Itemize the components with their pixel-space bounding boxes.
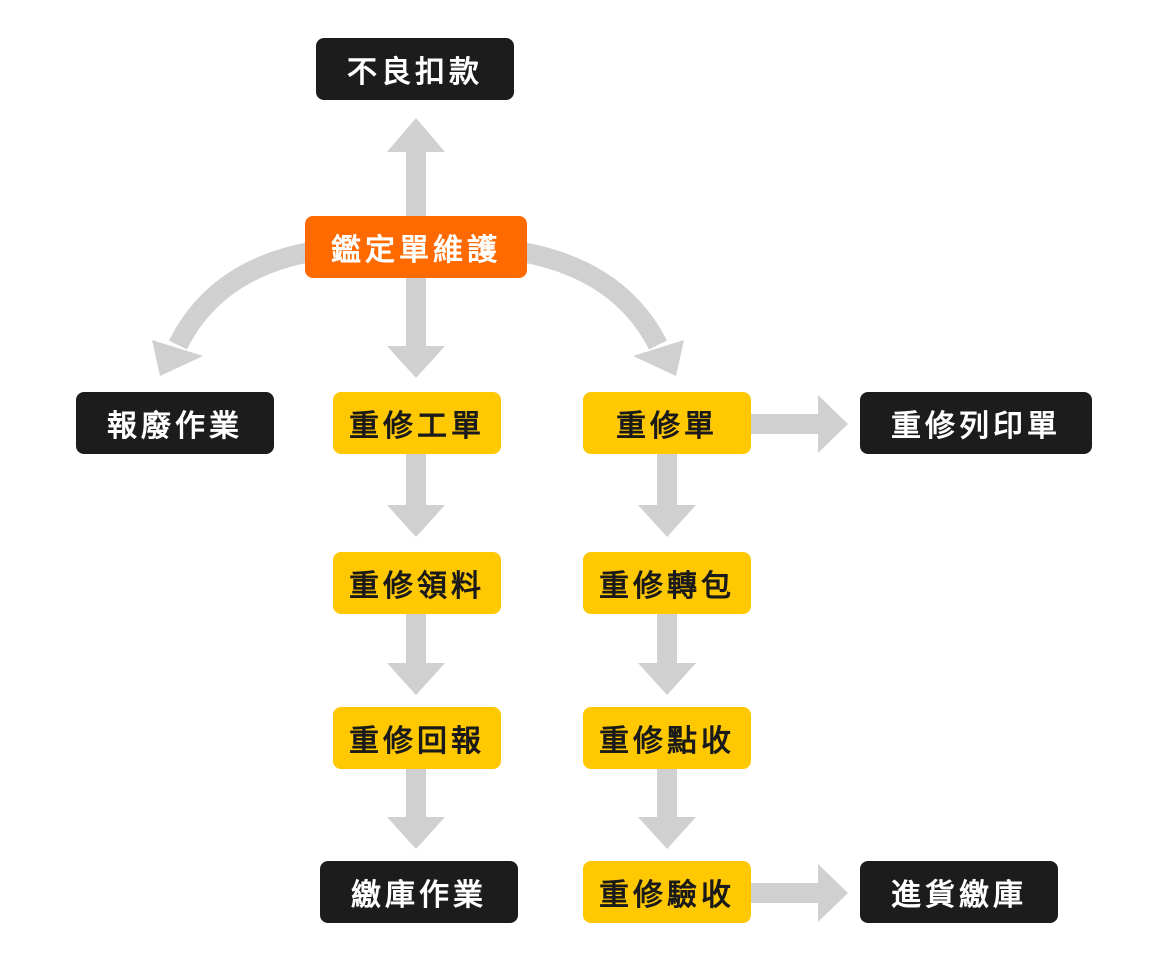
arrow-report-to-stock-in	[387, 767, 445, 849]
arrow-inspect-to-purchase-stock-in	[750, 864, 848, 922]
arrow-appraisal-to-scrap-curve	[169, 242, 312, 350]
arrow-appraisal-to-deduction	[387, 118, 445, 220]
node-scrap: 報廢作業	[76, 392, 274, 454]
node-repair-work-order: 重修工單	[333, 392, 501, 454]
node-repair-inspect: 重修驗收	[583, 861, 751, 923]
arrow-receive-to-inspect	[638, 767, 696, 849]
node-purchase-stock-in: 進貨繳庫	[860, 861, 1058, 923]
arrow-repair-order-to-subcontract	[638, 453, 696, 537]
node-repair-subcontract: 重修轉包	[583, 552, 751, 614]
arrow-appraisal-to-repair-order-curve	[520, 242, 667, 350]
node-repair-order: 重修單	[583, 392, 751, 454]
node-repair-receive: 重修點收	[583, 707, 751, 769]
node-repair-material: 重修領料	[333, 552, 501, 614]
arrow-material-to-report	[387, 613, 445, 695]
arrow-appraisal-to-repair-order-head	[633, 340, 684, 376]
node-stock-in: 繳庫作業	[320, 861, 518, 923]
arrow-appraisal-to-scrap-head	[152, 340, 203, 376]
node-deduction: 不良扣款	[316, 38, 514, 100]
node-appraisal: 鑑定單維護	[305, 216, 527, 278]
node-repair-report: 重修回報	[333, 707, 501, 769]
node-repair-print: 重修列印單	[860, 392, 1092, 454]
arrow-appraisal-to-repair-work-order	[387, 276, 445, 378]
arrow-work-order-to-material	[387, 453, 445, 537]
arrow-subcontract-to-receive	[638, 613, 696, 695]
arrow-repair-order-to-print	[750, 395, 848, 453]
